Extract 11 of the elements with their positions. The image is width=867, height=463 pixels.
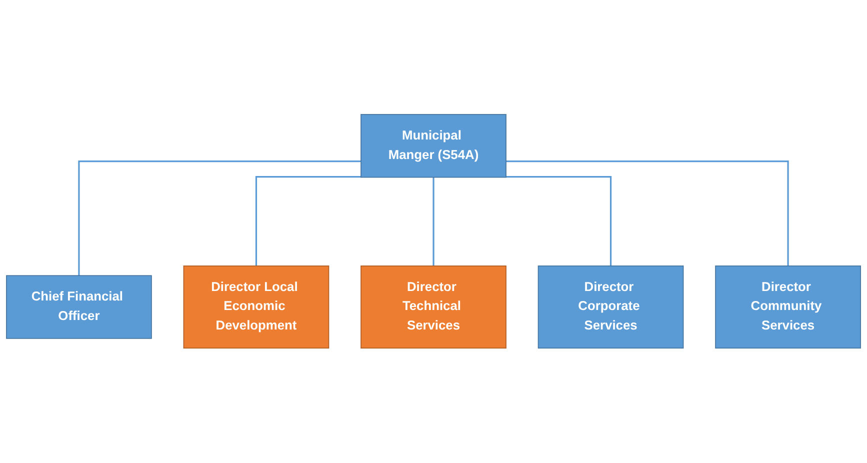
node-box: Municipal Manger (S54A) xyxy=(360,114,506,178)
connector xyxy=(432,176,434,266)
node-box: Director Local Economic Development xyxy=(183,266,330,349)
connector xyxy=(255,176,361,266)
node-box: Director Corporate Services xyxy=(538,266,684,349)
node-box: Director Technical Services xyxy=(360,266,506,349)
connector xyxy=(506,176,612,266)
node-box: Chief Financial Officer xyxy=(6,275,152,340)
connector xyxy=(506,160,789,266)
connector xyxy=(78,160,361,276)
node-box: Director Community Services xyxy=(715,266,861,349)
